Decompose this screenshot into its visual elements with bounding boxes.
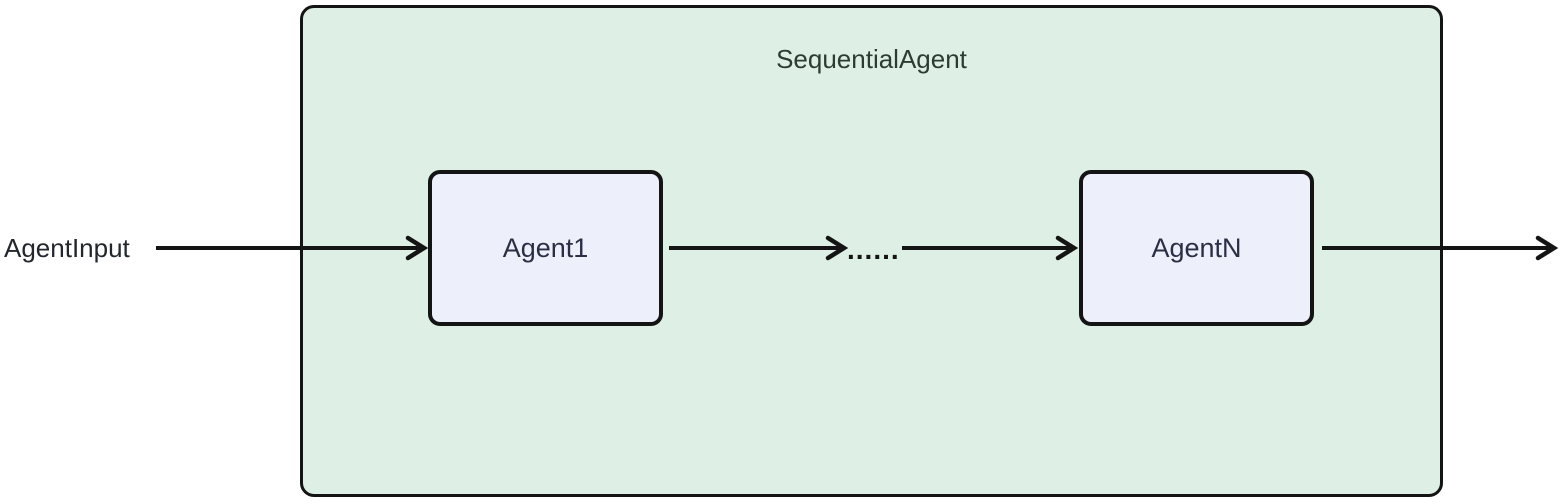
agent-input-label: AgentInput <box>4 233 130 263</box>
node-agentn: AgentN <box>1079 170 1314 326</box>
group-title: SequentialAgent <box>776 44 967 74</box>
node-agentn-label: AgentN <box>1151 232 1242 263</box>
edge-ellipsis-label: ...... <box>847 234 900 265</box>
node-agent1-label: Agent1 <box>502 232 589 263</box>
node-agent1: Agent1 <box>428 170 663 326</box>
